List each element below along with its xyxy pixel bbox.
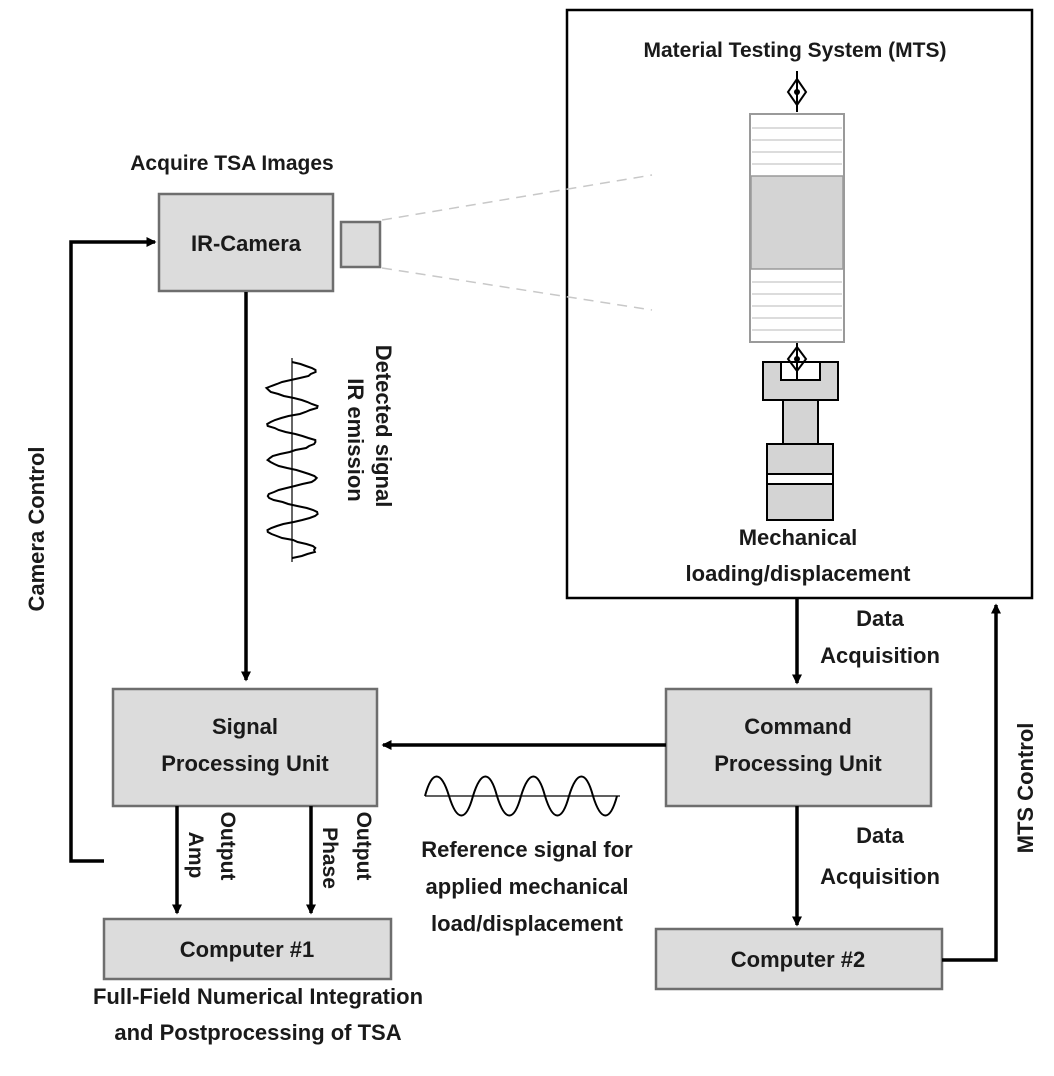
command-unit-label-2: Processing Unit [714, 751, 882, 776]
mts-control-line [942, 603, 1001, 962]
actuator [762, 361, 839, 521]
data-acq-bot-label-2: Acquisition [820, 864, 940, 889]
amp-label: Amp [184, 832, 207, 879]
ir-camera-box [157, 192, 335, 293]
ir-camera-label: IR-Camera [191, 231, 302, 256]
camera-lens [339, 220, 382, 269]
computer1-box [102, 917, 393, 981]
command-processing-unit-box [664, 687, 933, 808]
data-acq-top-label-1: Data [856, 606, 904, 631]
data-acq-bot-label-1: Data [856, 823, 904, 848]
command-unit-label-1: Command [744, 714, 852, 739]
computer2-label: Computer #2 [731, 947, 865, 972]
specimen-gauge-section [750, 175, 844, 270]
camera-control-line [69, 237, 157, 863]
mechanical-label-2: loading/displacement [686, 561, 912, 586]
detected-signal-wave-icon [264, 361, 319, 559]
mechanical-label-1: Mechanical [739, 525, 858, 550]
specimen [749, 113, 845, 343]
reference-label-3: load/displacement [431, 911, 624, 936]
detected-signal-label: Detected signal [371, 345, 396, 508]
fov-line-top [381, 174, 653, 221]
mts-title: Material Testing System (MTS) [643, 39, 946, 62]
ir-emission-label: IR emission [343, 378, 368, 501]
reference-label-1: Reference signal for [421, 837, 633, 862]
signal-unit-label-2: Processing Unit [161, 751, 329, 776]
bottom-label-1: Full-Field Numerical Integration [93, 984, 423, 1009]
bottom-grip-diamond-icon [786, 343, 808, 380]
top-grip-diamond-icon [786, 71, 808, 112]
amp-output-label: Output [216, 812, 239, 881]
computer1-label: Computer #1 [180, 937, 314, 962]
reference-wave-icon [424, 775, 618, 817]
phase-output-label: Output [352, 812, 375, 881]
fov-line-bottom [381, 267, 653, 311]
camera-control-label: Camera Control [24, 446, 49, 611]
reference-label-2: applied mechanical [426, 874, 629, 899]
signal-unit-label-1: Signal [212, 714, 278, 739]
acquire-label: Acquire TSA Images [130, 152, 333, 175]
phase-label: Phase [318, 827, 341, 889]
computer2-box [654, 927, 944, 991]
data-acq-top-label-2: Acquisition [820, 643, 940, 668]
signal-processing-unit-box [111, 687, 379, 808]
bottom-label-2: and Postprocessing of TSA [114, 1020, 401, 1045]
mts-control-label: MTS Control [1013, 723, 1038, 854]
